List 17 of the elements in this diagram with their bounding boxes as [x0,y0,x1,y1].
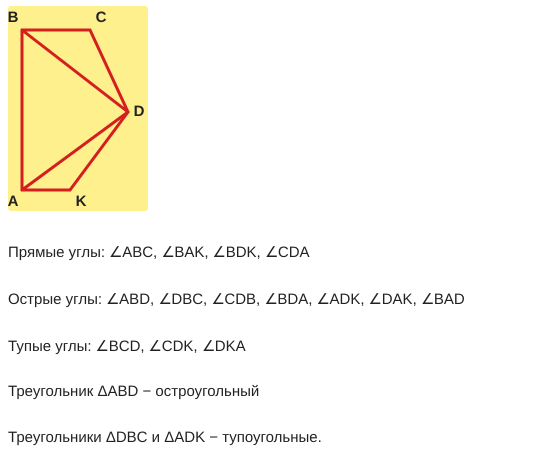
vertex-label: B [6,10,20,26]
answer-text: Треугольник ΔABD − остроугольный [8,383,260,400]
line-segment [20,188,72,192]
answer-text: Острые углы: ∠ABD, ∠DBC, ∠CDB, ∠BDA, ∠ADK, ∠DAK, ∠BAD [8,290,465,308]
line-segment [20,28,24,192]
line-segment [88,28,130,114]
line-segment [20,28,130,114]
answer-text: Прямые углы: ∠ABC, ∠BAK, ∠BDK, ∠CDA [8,243,310,261]
vertex-label: C [94,10,108,26]
vertex-label: D [132,104,146,120]
line-segment [20,110,130,192]
line-segment [20,28,92,32]
vertex-label: K [74,194,88,210]
answer-text: Треугольники ΔDBC и ΔADK − тупоугольные. [8,429,322,446]
line-segment [68,110,130,192]
vertex-label: A [6,194,20,210]
answer-text: Тупые углы: ∠BCD, ∠CDK, ∠DKA [8,337,246,355]
